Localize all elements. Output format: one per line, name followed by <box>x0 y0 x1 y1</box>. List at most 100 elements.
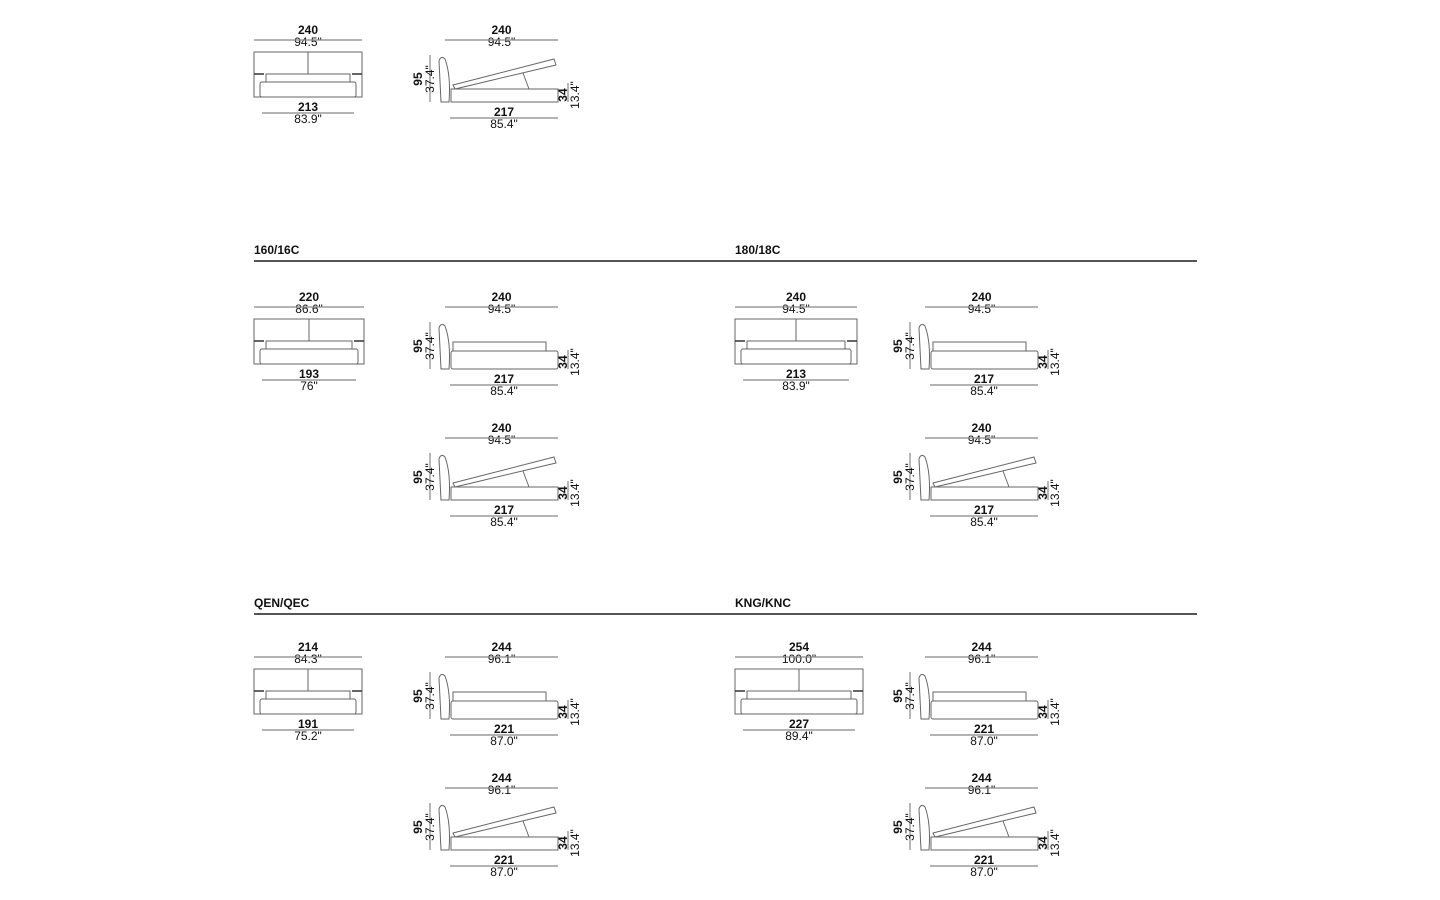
top-side-storage-view-base-height-label-in: 13.4" <box>568 81 582 109</box>
section-kng-knc-side-view-length-label-cm: 244 <box>971 640 992 654</box>
section-160-16c-side-view-inner-label-in: 85.4" <box>490 384 518 398</box>
section-qen-qec-side-storage-view-inner-label-in: 87.0" <box>490 865 518 879</box>
top-front-view-inner-label-in: 83.9" <box>294 112 322 126</box>
top-side-storage-view-drawing <box>429 39 569 119</box>
section-qen-qec-side-view-base <box>450 700 559 720</box>
section-qen-qec-front-view-inner-label-cm: 191 <box>297 717 319 731</box>
section-160-16c-side-storage-view-lifted-frame <box>452 456 557 488</box>
section-180-18c-front-view-inner-label-cm: 213 <box>785 367 807 381</box>
section-kng-knc-side-storage-view-inner-label-in: 87.0" <box>970 865 998 879</box>
section-kng-knc-side-view-headboard <box>918 673 930 720</box>
section-180-18c-side-storage-view-length-label-cm: 240 <box>971 421 992 435</box>
top-side-storage-view-length-label-in: 94.5" <box>487 35 516 49</box>
section-180-18c-side-view-inner-label-cm: 217 <box>973 372 995 386</box>
section-qen-qec-side-storage-view-inner-label-cm: 221 <box>493 853 515 867</box>
section-kng-knc-front-view-inner-label-cm: 227 <box>788 717 810 731</box>
section-160-16c-side-view-drawing <box>429 306 569 386</box>
section-180-18c-side-storage-view-inner-label-in: 85.4" <box>970 515 998 529</box>
top-front-view-width-label-cm: 240 <box>297 23 319 37</box>
section-kng-knc-side-view-base-height-label-in: 13.4" <box>1048 698 1062 726</box>
top-front-view-width-label-in: 94.5" <box>294 35 322 49</box>
section-kng-knc-side-view-height-label-in: 37.4" <box>903 681 917 710</box>
section-kng-knc-divider <box>735 613 1197 615</box>
section-160-16c-side-view-height-label-in: 37.4" <box>423 331 437 360</box>
section-qen-qec-side-storage-view-lifted-frame <box>452 806 557 838</box>
section-qen-qec-side-view-drawing <box>429 656 569 736</box>
section-qen-qec-side-storage-view-length-label-in: 96.1" <box>487 783 516 797</box>
section-180-18c-side-view-drawing <box>909 306 1049 386</box>
section-kng-knc-side-view-length-label-in: 96.1" <box>967 652 996 666</box>
section-160-16c-front-view-drawing <box>253 306 365 381</box>
section-180-18c-side-storage-view-base-height-label-in: 13.4" <box>1048 479 1062 507</box>
section-kng-knc-side-storage-view-base <box>930 836 1039 851</box>
section-kng-knc-side-storage-view-headboard <box>918 804 930 851</box>
section-qen-qec-front-view-mattress <box>259 698 357 715</box>
section-160-16c-side-view-length-label-cm: 240 <box>491 290 512 304</box>
section-180-18c-side-view-length-label-in: 94.5" <box>967 302 996 316</box>
section-qen-qec-side-storage-view-height-label-in: 37.4" <box>423 812 437 841</box>
section-qen-qec-side-view-length-label-in: 96.1" <box>487 652 516 666</box>
section-180-18c-front-view-drawing <box>734 306 858 381</box>
section-qen-qec-side-storage-view-base <box>450 836 559 851</box>
section-160-16c-side-storage-view-length-label-in: 94.5" <box>487 433 516 447</box>
top-side-storage-view-lifted-frame <box>452 58 557 90</box>
section-qen-qec-side-view-base-height-label-in: 13.4" <box>568 698 582 726</box>
section-kng-knc-side-storage-view-inner-label-cm: 221 <box>973 853 995 867</box>
section-160-16c-side-view-headboard <box>438 323 450 370</box>
section-kng-knc-side-storage-view-length-label-cm: 244 <box>971 771 992 785</box>
section-180-18c-divider <box>735 260 1197 262</box>
section-180-18c-side-view-base <box>930 350 1039 370</box>
section-160-16c-side-view-length-label-in: 94.5" <box>487 302 516 316</box>
section-qen-qec-side-view-mattress <box>452 691 547 702</box>
section-180-18c-front-view-width-label-cm: 240 <box>785 290 807 304</box>
section-180-18c-side-view-headboard <box>918 323 930 370</box>
section-kng-knc-side-view-inner-label-cm: 221 <box>973 722 995 736</box>
section-kng-knc-side-view-inner-label-in: 87.0" <box>970 734 998 748</box>
section-qen-qec-side-storage-view-drawing <box>429 787 569 867</box>
section-160-16c-front-view-width-label-cm: 220 <box>298 290 320 304</box>
section-160-16c-side-storage-view-base <box>450 486 559 501</box>
section-160-16c-side-view-mattress <box>452 341 547 352</box>
section-160-16c-side-view-inner-label-cm: 217 <box>493 372 515 386</box>
top-side-storage-view-inner-label-in: 85.4" <box>490 117 518 131</box>
section-kng-knc-front-view-width-label-cm: 254 <box>788 640 810 654</box>
section-qen-qec-front-view-width-label-cm: 214 <box>297 640 319 654</box>
section-qen-qec-side-view-inner-label-cm: 221 <box>493 722 515 736</box>
section-160-16c-side-storage-view-base-height-label-in: 13.4" <box>568 479 582 507</box>
section-kng-knc-side-view-drawing <box>909 656 1049 736</box>
section-180-18c-side-view-mattress <box>932 341 1027 352</box>
section-180-18c-side-storage-view-drawing <box>909 437 1049 517</box>
section-180-18c-side-view-base-height-label-in: 13.4" <box>1048 348 1062 376</box>
section-160-16c-side-storage-view-inner-label-in: 85.4" <box>490 515 518 529</box>
section-kng-knc-side-storage-view-height-label-in: 37.4" <box>903 812 917 841</box>
section-qen-qec-side-storage-view-headboard <box>438 804 450 851</box>
section-qen-qec-divider <box>254 613 1197 615</box>
section-160-16c-front-view-mattress <box>259 348 359 365</box>
section-kng-knc-side-storage-view-lifted-frame <box>932 806 1037 838</box>
section-160-16c-front-view-inner-label-in: 76" <box>300 379 318 393</box>
section-kng-knc-front-view-inner-label-in: 89.4" <box>785 729 813 743</box>
